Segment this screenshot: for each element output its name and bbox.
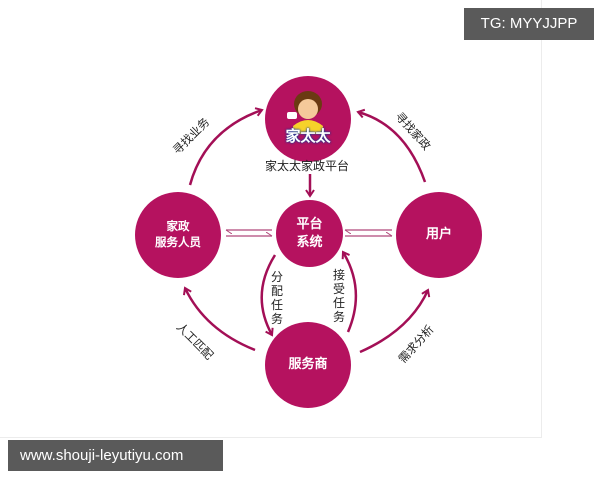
content-frame [0,0,542,438]
system-line1: 平台 [296,216,323,232]
node-platform-system: 平台 系统 [276,200,343,267]
node-service-provider: 服务商 [265,322,351,408]
arrow-find-housekeeping [356,108,427,183]
housekeeper-line1: 家政 [166,219,190,234]
user-line1: 用户 [425,227,452,243]
arrow-demand-analysis [359,288,431,354]
watermark-bottom: www.shouji-leyutiyu.com [8,440,223,471]
arrow-find-business [188,107,264,186]
label-assign-task: 分配任务 [270,270,283,326]
mascot-icon [287,91,323,134]
arrow-assign-task [260,254,277,337]
node-housekeeper: 家政 服务人员 [135,192,221,278]
label-accept-task: 接受任务 [332,268,345,324]
double-arrow-user-system [345,229,392,237]
arrow-manual-match [182,286,256,352]
node-user: 用户 [396,192,482,278]
watermark-top: TG: MYYJJPP [464,8,594,40]
arrow-accept-task [341,250,358,333]
platform-caption: 家太太家政平台 [265,159,350,173]
node-platform-logo: 家太太 [265,76,351,162]
logo-text: 家太太 [285,127,331,145]
double-arrow-system-housekeeper [226,229,272,237]
system-line2: 系统 [296,234,323,250]
housekeeper-line2: 服务人员 [155,235,201,249]
provider-line1: 服务商 [288,357,328,373]
